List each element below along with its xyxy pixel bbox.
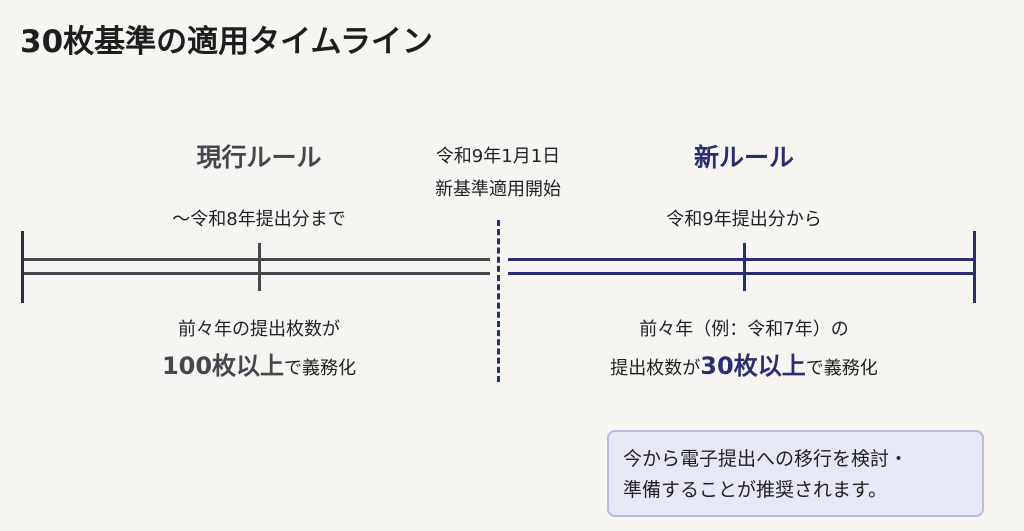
current-mid-tick (258, 243, 261, 291)
page-title: 30枚基準の適用タイムライン (20, 24, 433, 60)
new-period: 令和9年提出分から (666, 209, 822, 230)
new-threshold: 30枚以上 (700, 352, 806, 380)
current-desc-tail: で義務化 (284, 358, 357, 379)
new-timeline-top-line (508, 258, 975, 261)
current-desc-line1: 前々年の提出枚数が (177, 319, 340, 340)
switch-dashed-divider (497, 220, 500, 382)
new-mid-tick (743, 243, 746, 291)
recommendation-note: 今から電子提出への移行を検討・ 準備することが推奨されます。 (607, 430, 984, 517)
current-start-tick (21, 231, 24, 303)
current-period: 〜令和8年提出分まで (172, 209, 346, 230)
current-rule-heading: 現行ルール (196, 143, 322, 172)
new-description: 前々年（例：令和7年）の 提出枚数が30枚以上で義務化 (610, 312, 877, 387)
note-line1: 今から電子提出への移行を検討・ (623, 448, 909, 470)
current-threshold: 100枚以上 (161, 352, 285, 380)
switch-date-label: 令和9年1月1日 新基準適用開始 (435, 140, 561, 206)
current-timeline-top-line (22, 258, 490, 261)
new-desc-tail: で義務化 (805, 358, 878, 379)
new-end-tick (973, 231, 976, 303)
new-desc-pre: 提出枚数が (610, 358, 701, 379)
switch-date: 令和9年1月1日 (435, 146, 561, 167)
new-desc-line1: 前々年（例：令和7年）の (639, 319, 849, 340)
current-description: 前々年の提出枚数が 100枚以上で義務化 (162, 312, 356, 387)
new-rule-heading: 新ルール (693, 143, 795, 172)
new-timeline-bottom-line (508, 272, 975, 275)
current-timeline-bottom-line (22, 272, 490, 275)
switch-label: 新基準適用開始 (435, 179, 561, 200)
note-line2: 準備することが推奨されます。 (623, 479, 888, 501)
